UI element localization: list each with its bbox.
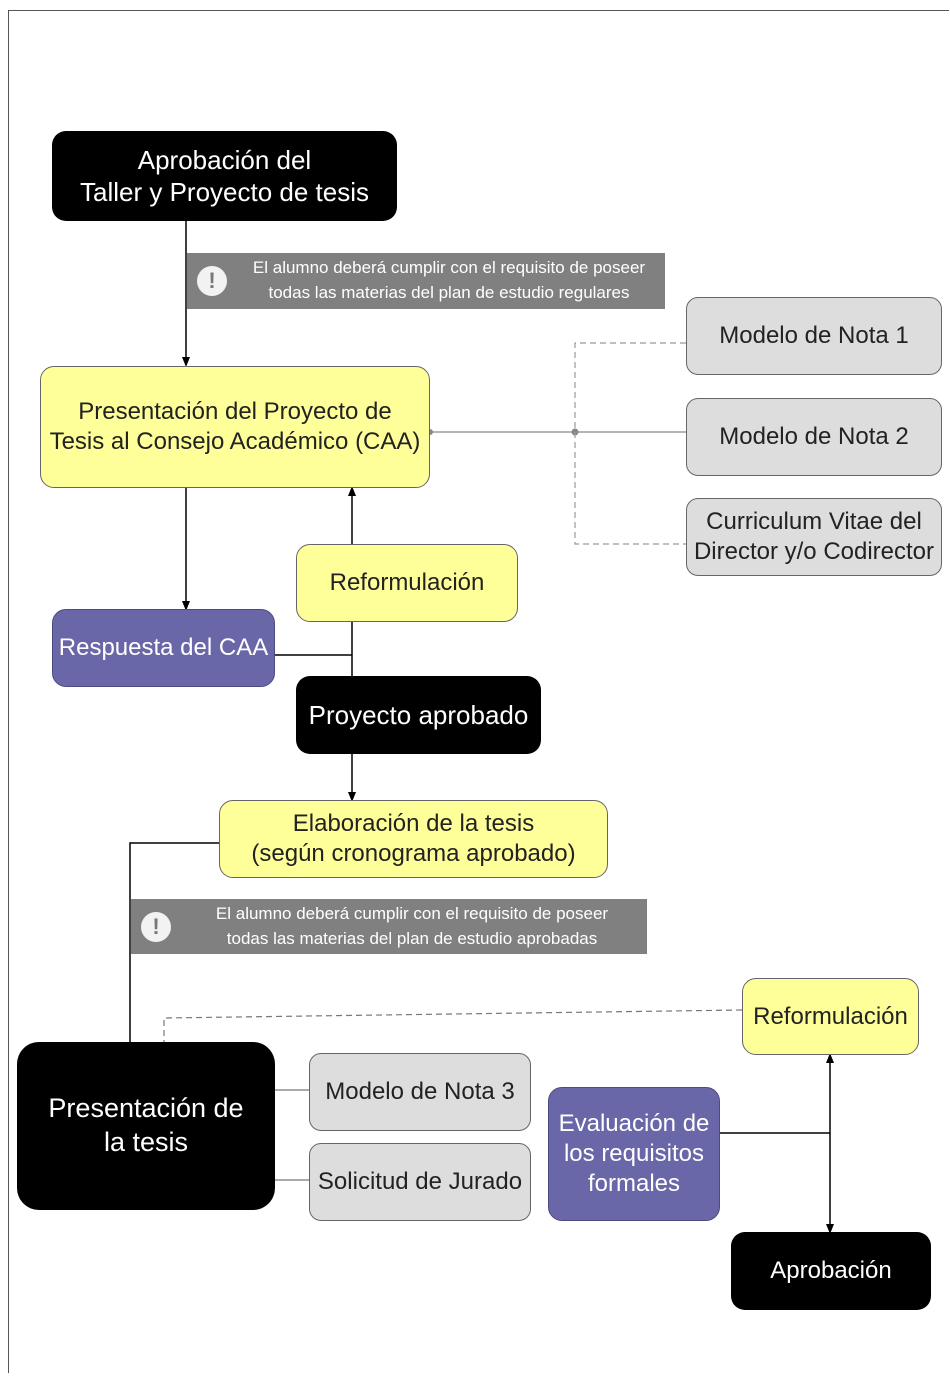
line-docs-bracket bbox=[574, 342, 686, 545]
requirement-note-2: ! El alumno deberá cumplir con el requis… bbox=[131, 899, 647, 954]
presentacion-proyecto-box: Presentación del Proyecto de Tesis al Co… bbox=[40, 366, 430, 488]
modelo-nota-2-box: Modelo de Nota 2 bbox=[686, 398, 942, 476]
solicitud-jurado-box: Solicitud de Jurado bbox=[309, 1143, 531, 1221]
proyecto-aprobado-box: Proyecto aprobado bbox=[296, 676, 541, 754]
reformulacion-box-1: Reformulación bbox=[296, 544, 518, 622]
reformulacion-box-2: Reformulación bbox=[742, 978, 919, 1055]
line-reformulacion2-to-presentacion bbox=[163, 1009, 743, 1042]
page-frame bbox=[8, 10, 949, 1373]
respuesta-caa-box: Respuesta del CAA bbox=[52, 609, 275, 687]
aprobacion-box: Aprobación bbox=[731, 1232, 931, 1310]
aprobacion-taller-box: Aprobación del Taller y Proyecto de tesi… bbox=[52, 131, 397, 221]
modelo-nota-1-box: Modelo de Nota 1 bbox=[686, 297, 942, 375]
line-elaboracion-to-presentacion-tesis bbox=[129, 842, 219, 1042]
presentacion-tesis-box: Presentación de la tesis bbox=[17, 1042, 275, 1210]
modelo-nota-3-box: Modelo de Nota 3 bbox=[309, 1053, 531, 1131]
exclamation-warning-icon: ! bbox=[141, 911, 171, 942]
exclamation-warning-icon: ! bbox=[197, 266, 227, 296]
requirement-note-1: ! El alumno deberá cumplir con el requis… bbox=[187, 253, 665, 309]
curriculum-vitae-box: Curriculum Vitae del Director y/o Codire… bbox=[686, 498, 942, 576]
elaboracion-tesis-box: Elaboración de la tesis (según cronogram… bbox=[219, 800, 608, 878]
evaluacion-requisitos-box: Evaluación de los requisitos formales bbox=[548, 1087, 720, 1221]
